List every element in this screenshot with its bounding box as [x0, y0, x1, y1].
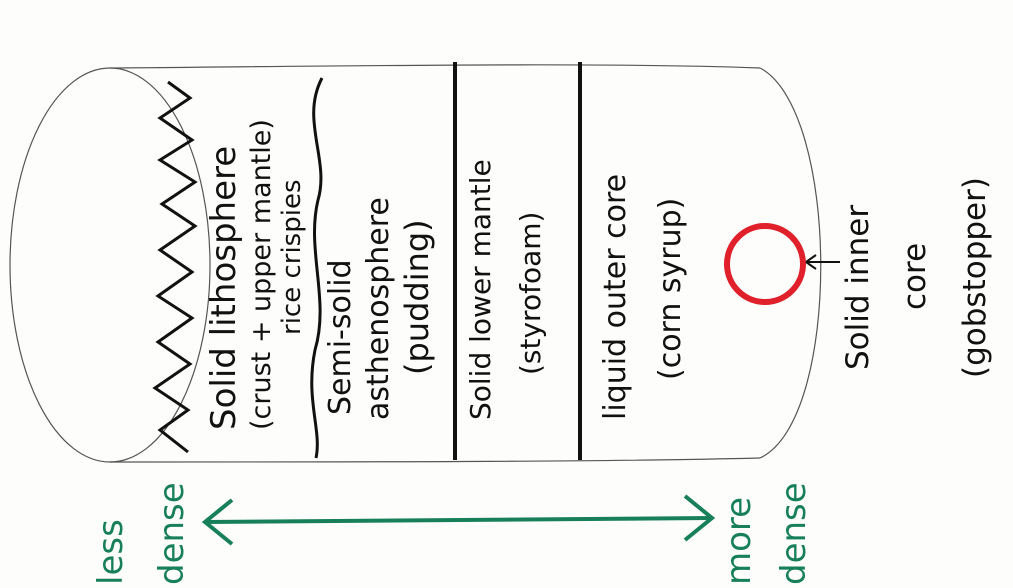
inner-core-line3: (gobstopper): [957, 177, 993, 378]
inner-core-line1: Solid inner: [840, 205, 876, 370]
jar-side-bottom: [109, 457, 761, 463]
lithosphere-surface-zigzag: [152, 80, 198, 454]
asthenosphere-label-3: (pudding): [398, 219, 436, 375]
more-dense-label: more: [719, 497, 759, 585]
asthenosphere-label-2: asthenosphere: [361, 197, 396, 420]
asthenosphere-label: Semi-solid: [323, 259, 358, 415]
less-label: less: [91, 519, 131, 585]
lithosphere-label-2: (crust + upper mantle): [246, 119, 277, 430]
outer-core-line1: liquid outer core: [598, 174, 633, 420]
outer-core-label-2: (corn syrup): [653, 198, 688, 380]
lower-mantle-line2: (styrofoam): [514, 212, 547, 375]
inner-core-label-2: core: [897, 243, 933, 310]
inner-core-pointer-arrowhead: [805, 254, 817, 270]
more-dense-label-word: dense: [774, 482, 814, 585]
asthenosphere-line3: (pudding): [398, 219, 436, 375]
lower-mantle-label-2: (styrofoam): [514, 212, 547, 375]
lithosphere-line2: (crust + upper mantle): [246, 119, 277, 430]
lithosphere-line3: rice crispies: [277, 180, 307, 336]
lower-mantle-line1: Solid lower mantle: [464, 159, 497, 420]
jar-side-top: [109, 64, 761, 69]
outer-core-label: liquid outer core: [598, 174, 633, 420]
density-arrow-shaft: [204, 516, 713, 524]
outer-core-line2: (corn syrup): [653, 198, 688, 380]
less-dense-label: less: [91, 519, 131, 585]
inner-core-label-3: (gobstopper): [957, 177, 993, 378]
asthenosphere-line2: asthenosphere: [361, 197, 396, 420]
lithosphere-label: Solid lithosphere: [204, 146, 244, 430]
density-arrow-right-head: [683, 494, 716, 542]
density-arrow-left-head: [201, 498, 234, 546]
more-label: more: [719, 497, 759, 585]
asthenosphere-boundary: [310, 77, 324, 459]
lower-mantle-label: Solid lower mantle: [464, 159, 497, 420]
more-dense-label-2: dense: [774, 482, 814, 585]
less-dense-label-word: dense: [152, 482, 192, 585]
density-arrow: [201, 494, 716, 546]
inner-core-circle: [724, 223, 806, 305]
jar: [9, 64, 822, 463]
lithosphere-line1: Solid lithosphere: [204, 146, 244, 430]
asthenosphere-line1: Semi-solid: [323, 259, 358, 415]
inner-core-label: Solid inner: [840, 205, 876, 370]
inner-core-line2: core: [897, 243, 933, 310]
less-dense-label-2: dense: [152, 482, 192, 585]
jar-bottom-curve: [759, 67, 822, 459]
lithosphere-label-3: rice crispies: [277, 180, 307, 336]
